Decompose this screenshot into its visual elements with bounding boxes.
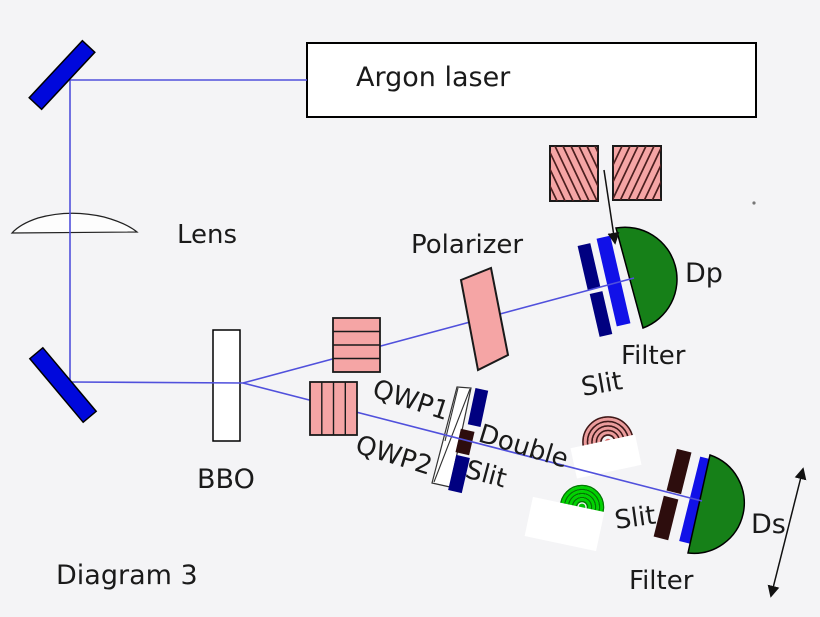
lens-shape (10, 212, 139, 234)
screen-green (524, 496, 605, 552)
detector-dp (615, 226, 678, 329)
mirror-bottom (28, 346, 98, 424)
interference-pattern-red (570, 416, 642, 479)
qwp1-plate (332, 317, 381, 373)
laser-label: Argon laser (356, 62, 511, 93)
polarizer-plate (459, 266, 510, 372)
dp-label: Dp (685, 258, 723, 289)
stray-dot (752, 201, 756, 205)
ds-filter-label: Filter (629, 566, 694, 596)
polarization-square-left (549, 145, 599, 202)
beam-mirror2-to-bbo (69, 381, 244, 384)
bbo-crystal (212, 329, 241, 442)
screen-red (570, 434, 642, 479)
ds-label: Ds (751, 509, 786, 540)
bbo-label: BBO (197, 464, 255, 495)
dp-slit-bar-top (577, 243, 601, 290)
qwp2-plate (309, 381, 358, 436)
detector-s-assembly (653, 448, 746, 555)
interference-pattern-green (524, 484, 605, 552)
double-slit-bar-bottom (448, 454, 470, 494)
polarizer-label: Polarizer (411, 230, 523, 260)
mirror-top (28, 39, 96, 111)
diagram-title: Diagram 3 (56, 560, 198, 591)
ds-slit-bar-top (666, 448, 692, 495)
lens-label: Lens (177, 220, 237, 250)
argon-laser-box (306, 42, 757, 118)
ds-slit-label: Slit (613, 500, 658, 535)
beam-upper-arm (242, 277, 635, 384)
detector-p-assembly (577, 226, 678, 337)
polarization-square-right (612, 145, 662, 201)
dp-slit-bar-bottom (589, 291, 613, 337)
detector-scan-arrow (767, 467, 807, 598)
detector-ds (687, 454, 746, 555)
ds-slit-bar-bottom (653, 495, 679, 541)
dp-filter-label: Filter (621, 341, 686, 371)
double-slit-bar-middle (455, 428, 475, 456)
dp-filter-bar (596, 235, 631, 327)
dp-slit-label: Slit (579, 366, 625, 403)
polarization-pointer-arrow (603, 169, 620, 245)
double-slit-bar-top (467, 388, 489, 427)
